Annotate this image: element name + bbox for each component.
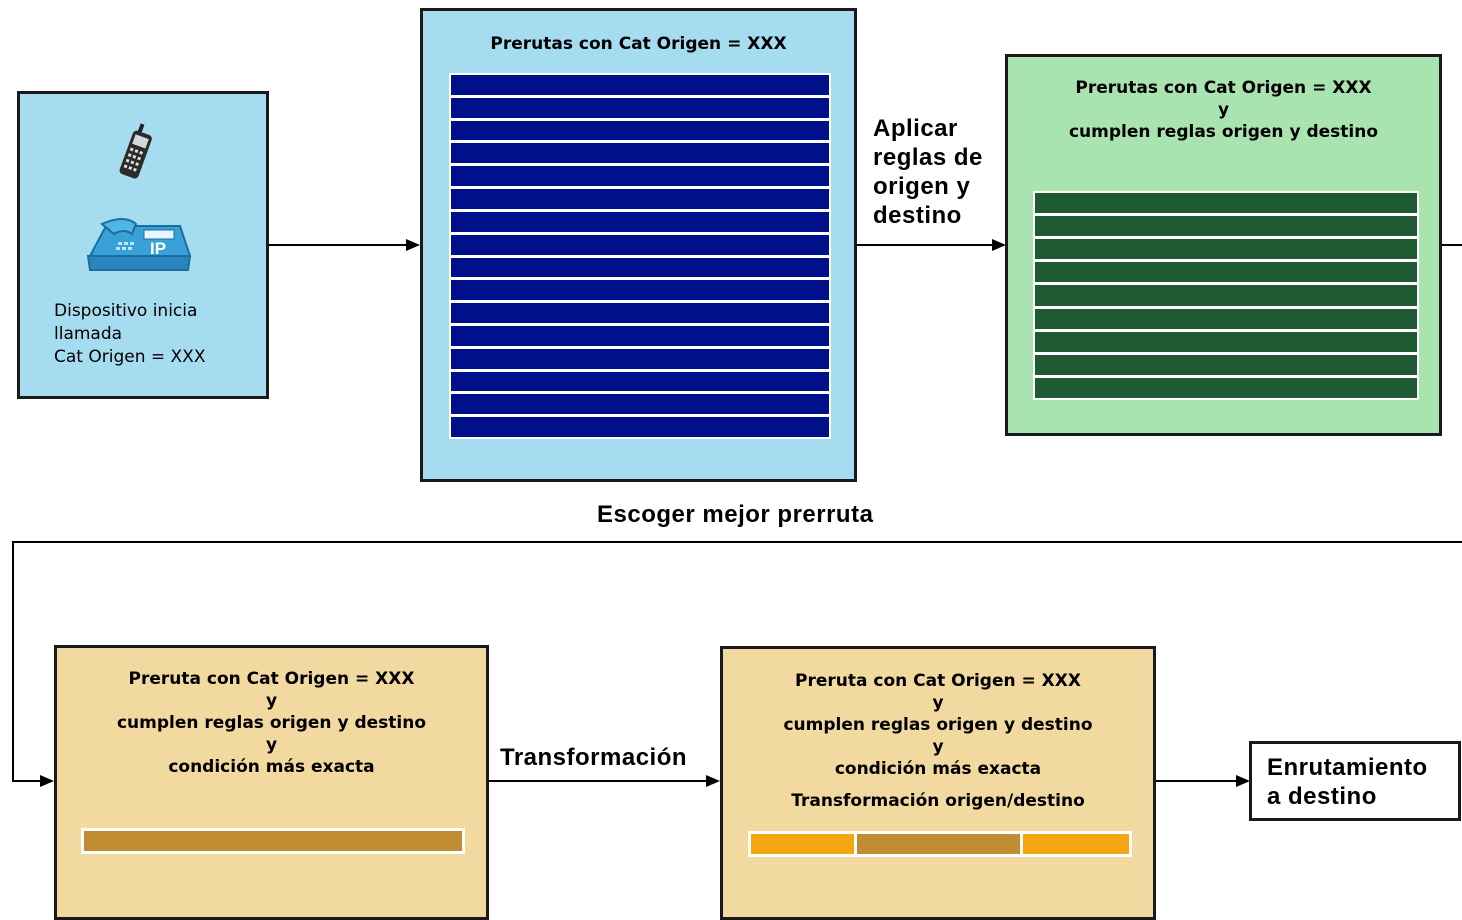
device-line: Dispositivo inicia <box>54 301 198 321</box>
connector-vertical <box>12 541 14 782</box>
arrow-device-to-preroutes <box>269 244 406 246</box>
preroute-row <box>451 234 829 255</box>
rules-label-line: origen y <box>873 173 971 200</box>
arrow-preroutes-to-filtered <box>857 244 992 246</box>
preroute-row <box>451 143 829 164</box>
preroute-row <box>451 189 829 209</box>
preroute-row <box>451 303 829 323</box>
arrow-label-transform: Transformación <box>500 744 688 771</box>
device-description: Dispositivo inicia llamada Cat Origen = … <box>54 300 205 369</box>
arrowhead <box>406 239 420 251</box>
filtered-title-line: Prerutas con Cat Origen = XXX <box>1075 78 1372 98</box>
preroute-row <box>451 371 829 392</box>
arrowhead <box>992 239 1006 251</box>
destination-line: a destino <box>1267 783 1377 810</box>
preroute-row <box>451 325 829 346</box>
device-line: llamada <box>54 324 123 344</box>
destination-box: Enrutamiento a destino <box>1249 741 1461 821</box>
arrowhead <box>1236 775 1250 787</box>
best-title-line: Preruta con Cat Origen = XXX <box>128 669 415 689</box>
preroute-row <box>451 75 829 95</box>
connector-horizontal <box>12 541 1462 543</box>
best-title-line: y <box>265 735 278 755</box>
arrowhead <box>40 775 54 787</box>
preroutes-box: Prerutas con Cat Origen = XXX <box>420 8 857 482</box>
preroutes-title: Prerutas con Cat Origen = XXX <box>490 34 787 54</box>
filtered-preroute-row <box>1035 285 1417 306</box>
transformed-title-line: cumplen reglas origen y destino <box>783 715 1093 735</box>
transformed-title-line: condición más exacta <box>834 759 1042 779</box>
filtered-preroute-row <box>1035 193 1417 214</box>
ip-label: IP <box>150 239 166 258</box>
preroute-row <box>451 394 829 415</box>
transformed-preroute-bar <box>748 831 1132 857</box>
preroute-row <box>451 348 829 369</box>
filtered-preroute-row <box>1035 354 1417 375</box>
filtered-list <box>1033 191 1419 400</box>
arrowhead <box>706 775 720 787</box>
connector-to-best <box>12 780 40 782</box>
best-title-line: y <box>265 691 278 711</box>
filtered-preroute-row <box>1035 308 1417 329</box>
preroute-row <box>451 211 829 232</box>
preroute-core-segment <box>857 834 1020 854</box>
transformed-title-line: Preruta con Cat Origen = XXX <box>794 671 1081 691</box>
device-line: Cat Origen = XXX <box>54 347 206 367</box>
filtered-preroute-row <box>1035 377 1417 398</box>
filtered-preroutes-box: Prerutas con Cat Origen = XXX y cumplen … <box>1005 54 1442 436</box>
filtered-title-line: y <box>1217 100 1230 120</box>
filtered-preroute-row <box>1035 216 1417 237</box>
destination-transform-segment <box>1023 834 1129 854</box>
filtered-preroute-row <box>1035 331 1417 352</box>
preroute-row <box>451 417 829 437</box>
arrow-transformed-to-destination <box>1156 780 1236 782</box>
preroute-row <box>451 280 829 301</box>
filtered-preroute-row <box>1035 239 1417 260</box>
rules-label-line: reglas de <box>873 144 983 171</box>
best-preroute-bar <box>81 828 465 854</box>
preroutes-list <box>449 73 831 439</box>
best-title-line: condición más exacta <box>168 757 375 777</box>
best-preroute-box: Preruta con Cat Origen = XXX y cumplen r… <box>54 645 489 920</box>
arrow-label-best: Escoger mejor prerruta <box>597 501 874 528</box>
transform-label: Transformación origen/destino <box>791 791 1085 811</box>
preroute-row <box>451 97 829 118</box>
device-box: IP Dispositivo inicia llamada Cat Origen… <box>17 91 269 399</box>
filtered-title-line: cumplen reglas origen y destino <box>1068 122 1379 142</box>
filtered-preroute-row <box>1035 262 1417 283</box>
arrow-filtered-exit <box>1442 244 1462 246</box>
arrow-best-to-transformed <box>489 780 706 782</box>
transformed-title-line: y <box>932 693 944 713</box>
transformed-title-line: y <box>932 737 944 757</box>
preroute-row <box>451 257 829 278</box>
preroute-row <box>451 166 829 187</box>
rules-label-line: destino <box>873 202 962 229</box>
arrow-label-rules: Aplicar reglas de origen y destino <box>873 114 983 230</box>
mobile-phone-icon <box>119 123 152 179</box>
origin-transform-segment <box>751 834 854 854</box>
destination-line: Enrutamiento <box>1267 754 1428 781</box>
ip-phone-icon: IP <box>86 218 192 271</box>
transformed-preroute-box: Preruta con Cat Origen = XXX y cumplen r… <box>720 646 1156 920</box>
best-title-line: cumplen reglas origen y destino <box>116 713 427 733</box>
rules-label-line: Aplicar <box>873 115 958 142</box>
preroute-row <box>451 120 829 141</box>
